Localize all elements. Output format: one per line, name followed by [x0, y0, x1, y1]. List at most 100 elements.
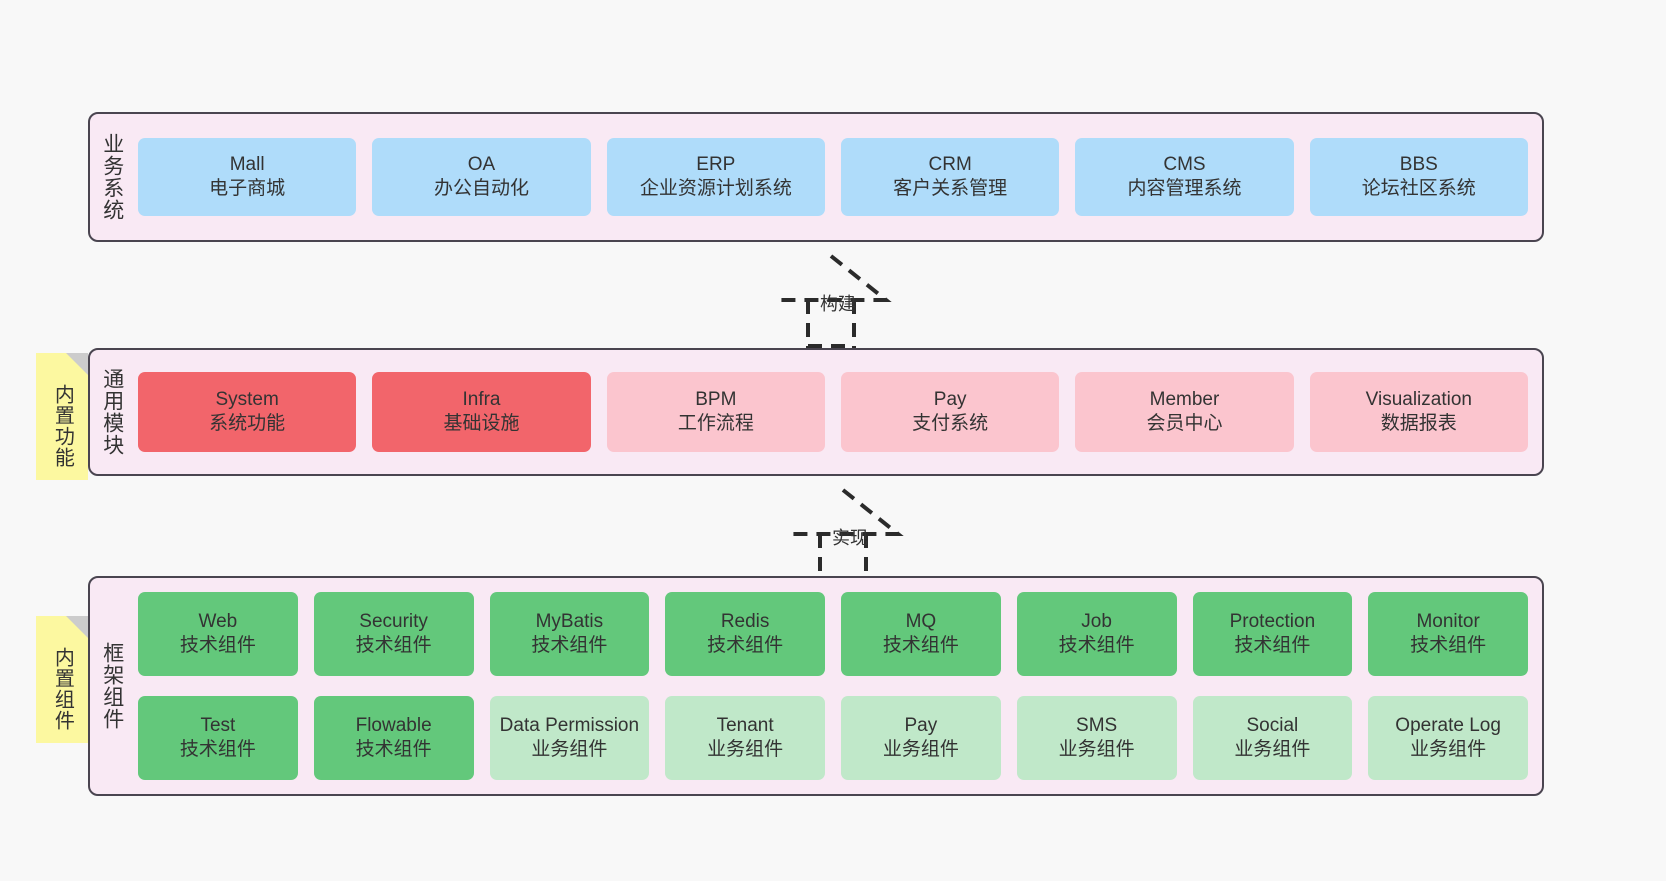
box-system-name: System	[215, 388, 279, 410]
note-builtin-functions: 内置功能	[36, 353, 88, 480]
box-security-name: Security	[359, 610, 428, 632]
framework-components-row-2: Test 技术组件 Flowable 技术组件 Data Permission …	[138, 696, 1528, 780]
box-erp-name: ERP	[696, 153, 736, 175]
note-builtin-components: 内置组件	[36, 616, 88, 743]
box-mall-desc: 电子商城	[209, 178, 286, 199]
box-mybatis-desc: 技术组件	[531, 635, 608, 656]
arrow-implement: 实现	[768, 486, 918, 582]
box-data-permission-desc: 业务组件	[531, 739, 608, 760]
box-monitor-name: Monitor	[1416, 610, 1480, 632]
box-system-desc: 系统功能	[209, 413, 286, 434]
box-infra-desc: 基础设施	[443, 413, 520, 434]
box-crm[interactable]: CRM 客户关系管理	[840, 138, 1060, 216]
layer-business-systems: 业务系统 Mall 电子商城 OA 办公自动化 ERP 企业资源计划系统 CRM…	[88, 112, 1544, 242]
box-operate-log[interactable]: Operate Log 业务组件	[1368, 696, 1528, 780]
box-member-desc: 会员中心	[1146, 413, 1223, 434]
box-data-permission-name: Data Permission	[499, 714, 640, 736]
box-system[interactable]: System 系统功能	[138, 372, 357, 452]
box-flowable[interactable]: Flowable 技术组件	[313, 696, 474, 780]
box-mq-desc: 技术组件	[882, 635, 959, 656]
common-modules-row: System 系统功能 Infra 基础设施 BPM 工作流程 Pay 支付系统…	[138, 372, 1528, 452]
layer-common-modules-title: 通用模块	[100, 368, 124, 456]
box-social[interactable]: Social 业务组件	[1192, 696, 1353, 780]
box-redis-name: Redis	[720, 610, 770, 632]
box-infra-name: Infra	[462, 388, 501, 410]
box-bbs-desc: 论坛社区系统	[1361, 178, 1476, 199]
box-mybatis[interactable]: MyBatis 技术组件	[489, 592, 650, 676]
framework-components-row-1: Web 技术组件 Security 技术组件 MyBatis 技术组件 Redi…	[138, 592, 1528, 676]
box-tenant[interactable]: Tenant 业务组件	[665, 696, 825, 780]
box-pay-component[interactable]: Pay 业务组件	[841, 696, 1001, 780]
box-pay-module-desc: 支付系统	[912, 413, 989, 434]
arrow-build-icon	[776, 254, 892, 348]
note-fold-icon	[66, 616, 88, 638]
box-mybatis-name: MyBatis	[535, 610, 604, 632]
box-pay-component-name: Pay	[904, 714, 938, 736]
box-visualization[interactable]: Visualization 数据报表	[1309, 372, 1528, 452]
box-bpm-name: BPM	[695, 388, 737, 410]
box-flowable-desc: 技术组件	[355, 739, 432, 760]
box-member[interactable]: Member 会员中心	[1075, 372, 1294, 452]
box-protection-desc: 技术组件	[1234, 635, 1311, 656]
box-pay-module[interactable]: Pay 支付系统	[840, 372, 1060, 452]
box-mall-name: Mall	[229, 153, 265, 175]
box-test-name: Test	[200, 714, 236, 736]
note-fold-icon	[66, 353, 88, 375]
box-job-desc: 技术组件	[1058, 635, 1135, 656]
box-tenant-desc: 业务组件	[707, 739, 784, 760]
box-operate-log-name: Operate Log	[1395, 714, 1501, 736]
layer-business-systems-body: Mall 电子商城 OA 办公自动化 ERP 企业资源计划系统 CRM 客户关系…	[134, 114, 1542, 240]
box-data-permission[interactable]: Data Permission 业务组件	[489, 696, 650, 780]
box-mall[interactable]: Mall 电子商城	[138, 138, 357, 216]
box-redis[interactable]: Redis 技术组件	[665, 592, 825, 676]
box-monitor[interactable]: Monitor 技术组件	[1368, 592, 1528, 676]
box-security[interactable]: Security 技术组件	[313, 592, 474, 676]
arrow-build: 构建	[756, 252, 906, 348]
box-cms[interactable]: CMS 内容管理系统	[1075, 138, 1294, 216]
box-oa[interactable]: OA 办公自动化	[372, 138, 591, 216]
box-sms[interactable]: SMS 业务组件	[1016, 696, 1177, 780]
box-test[interactable]: Test 技术组件	[138, 696, 298, 780]
box-bbs-name: BBS	[1399, 153, 1438, 175]
box-flowable-name: Flowable	[355, 714, 432, 736]
layer-business-systems-title: 业务系统	[100, 133, 124, 221]
box-tenant-name: Tenant	[716, 714, 774, 736]
box-job[interactable]: Job 技术组件	[1016, 592, 1177, 676]
box-crm-name: CRM	[928, 153, 972, 175]
box-social-name: Social	[1246, 714, 1299, 736]
box-monitor-desc: 技术组件	[1410, 635, 1487, 656]
box-visualization-name: Visualization	[1365, 388, 1472, 410]
box-mq-name: MQ	[905, 610, 937, 632]
box-protection-name: Protection	[1229, 610, 1316, 632]
box-web-desc: 技术组件	[179, 635, 256, 656]
box-erp-desc: 企业资源计划系统	[639, 178, 792, 199]
box-operate-log-desc: 业务组件	[1410, 739, 1487, 760]
box-protection[interactable]: Protection 技术组件	[1192, 592, 1353, 676]
box-infra[interactable]: Infra 基础设施	[372, 372, 591, 452]
layer-framework-components-title: 框架组件	[100, 642, 124, 730]
note-builtin-components-label: 内置组件	[51, 646, 74, 731]
box-oa-desc: 办公自动化	[433, 178, 529, 199]
box-member-name: Member	[1149, 388, 1220, 410]
box-visualization-desc: 数据报表	[1380, 413, 1457, 434]
box-sms-desc: 业务组件	[1058, 739, 1135, 760]
box-oa-name: OA	[467, 153, 496, 175]
layer-framework-components: 框架组件 Web 技术组件 Security 技术组件 MyBatis 技术组件…	[88, 576, 1544, 796]
box-redis-desc: 技术组件	[707, 635, 784, 656]
box-erp[interactable]: ERP 企业资源计划系统	[606, 138, 825, 216]
box-social-desc: 业务组件	[1234, 739, 1311, 760]
box-pay-component-desc: 业务组件	[882, 739, 959, 760]
box-bpm[interactable]: BPM 工作流程	[606, 372, 825, 452]
arrow-implement-label: 实现	[832, 528, 868, 548]
note-builtin-functions-label: 内置功能	[51, 383, 74, 468]
box-crm-desc: 客户关系管理	[893, 178, 1008, 199]
arrow-build-label: 构建	[820, 294, 856, 314]
box-bpm-desc: 工作流程	[677, 413, 754, 434]
box-bbs[interactable]: BBS 论坛社区系统	[1309, 138, 1528, 216]
box-mq[interactable]: MQ 技术组件	[841, 592, 1001, 676]
box-cms-name: CMS	[1163, 153, 1206, 175]
box-cms-desc: 内容管理系统	[1127, 178, 1242, 199]
box-pay-module-name: Pay	[933, 388, 967, 410]
box-web[interactable]: Web 技术组件	[138, 592, 298, 676]
